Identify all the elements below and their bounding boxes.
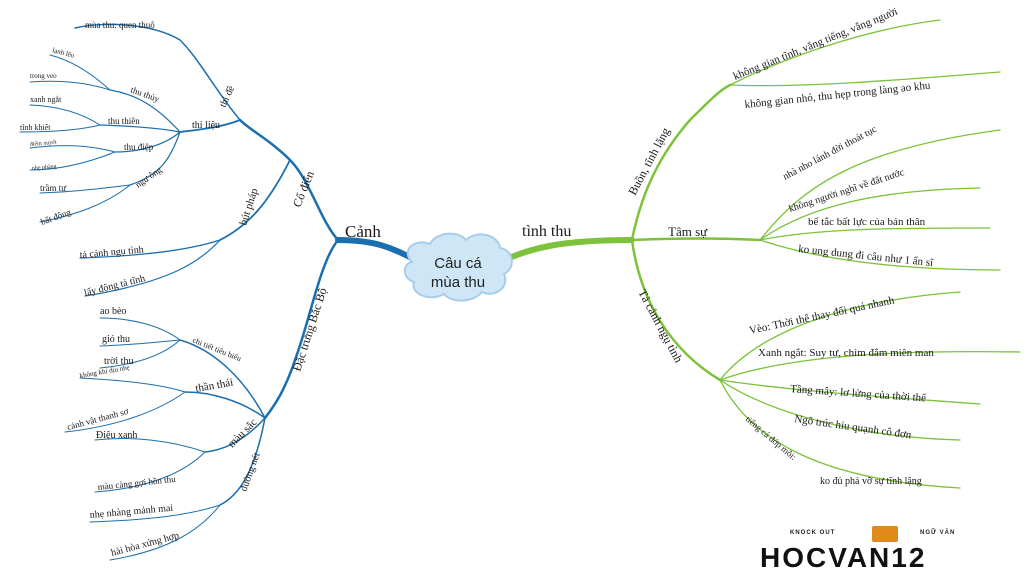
thi-de-child: mùa thu: quen thuộ <box>85 20 155 30</box>
thu-thuy-child-1: lạnh lẽo <box>51 46 75 60</box>
right-branches <box>497 19 1021 489</box>
thu-thien-label: thu thiên <box>108 116 140 126</box>
ta-canh-child-4: Ngõ trúc hiu quạnh cô đơn <box>794 413 913 441</box>
thu-thien-child-1: xanh ngắt <box>30 95 62 104</box>
duong-net-child-2: hài hòa xứng hợp <box>110 530 180 559</box>
ta-canh-child-5a: tiếng cá đớp mồi: <box>744 414 799 462</box>
thu-thuy-label: thu thủy <box>129 84 161 104</box>
than-thai-child-2: cảnh vật thanh sơ <box>66 406 130 432</box>
thu-diep-child-1: điểm xuyết <box>30 139 58 148</box>
left-branches <box>19 23 423 561</box>
ngu-ong-child-1: trầm tư <box>40 183 67 193</box>
mau-sac-child-2: màu càng gợi hồn thu <box>97 474 176 492</box>
right-labels: tình thu Buồn, tĩnh lặng không gian tĩnh… <box>522 6 935 487</box>
but-phap-label: bút pháp <box>237 186 260 227</box>
ta-canh-child-3: Tầng mây: lơ lửng của thời thế <box>790 383 928 405</box>
ngu-ong-label: ngư ông <box>133 164 163 189</box>
thu-diep-child-2: nhẹ nhàng <box>32 164 57 172</box>
chi-tiet-child-2: gió thu <box>102 334 130 345</box>
dac-trung-label: Đặc trưng Bắc Bộ <box>290 286 330 373</box>
thi-de-label: thi đề <box>218 84 238 110</box>
duong-net-child-1: nhẹ nhàng mảnh mai <box>89 503 173 521</box>
logo-tagline-left: KNOCK OUT <box>790 530 836 536</box>
ta-canh-child-5b: ko đủ phá vỡ sự tĩnh lặng <box>820 476 922 487</box>
center-node: Câu cá mùa thu <box>403 232 513 302</box>
thu-thuy-child-2: trong veo <box>30 72 57 80</box>
mau-sac-label: màu sắc <box>226 416 260 450</box>
duong-net-label: đường nét <box>238 451 262 493</box>
logo-tagline-right: NGỮ VĂN <box>920 530 956 536</box>
ta-canh-child-2: Xanh ngắt: Suy tư, chìm đắm miên man <box>758 347 934 359</box>
thi-lieu-label: thi liệu <box>192 120 220 131</box>
ta-canh-label: Tả cảnh ngụ tình <box>635 287 685 365</box>
co-dien-label: Cổ điển <box>290 169 317 209</box>
thu-diep-label: thu điệp <box>124 142 154 152</box>
tam-su-label: Tâm sự <box>668 224 708 239</box>
ta-canh-child-1: Vèo: Thời thế thay đổi quá nhanh <box>748 294 896 337</box>
tam-su-child-4: ko ung dung đi câu như 1 ẩn sĩ <box>798 243 935 269</box>
thu-thien-child-2: tĩnh khiết <box>20 123 51 132</box>
hocvan12-logo: KNOCK OUT NGỮ VĂN HOCVAN12 <box>760 526 1016 573</box>
center-line1: Câu cá <box>434 255 482 272</box>
right-title: tình thu <box>522 223 571 240</box>
mau-sac-child-1: Điệu xanh <box>96 430 137 441</box>
logo-text: HOCVAN12 <box>760 542 927 573</box>
tam-su-child-3: bế tắc bất lực của bản thân <box>808 216 926 228</box>
chi-tiet-child-3: trời thu <box>104 356 133 367</box>
tam-su-child-2: không người nghĩ về đất nước <box>788 167 907 215</box>
chi-tiet-child-1: ao bèo <box>100 306 126 317</box>
than-thai-label: thần thái <box>194 377 234 395</box>
left-labels: Cảnh Cổ điển thi đề mùa thu: quen thuộ t… <box>20 20 381 559</box>
logo-runner-icon <box>872 526 898 542</box>
buon-child-1: không gian tĩnh, vắng tiếng, vắng người <box>732 6 900 83</box>
ngu-ong-child-2: bất động <box>39 207 72 227</box>
tam-su-child-1: nhà nho lánh đời thoát tục <box>781 124 879 183</box>
but-phap-child-1: tả cảnh ngụ tình <box>79 244 144 261</box>
center-line2: mùa thu <box>431 274 485 291</box>
left-title: Cảnh <box>345 222 381 241</box>
but-phap-child-2: lấy động tả tĩnh <box>83 273 146 299</box>
buon-child-2: không gian nhỏ, thu hẹp trong làng ao kh… <box>744 79 931 110</box>
